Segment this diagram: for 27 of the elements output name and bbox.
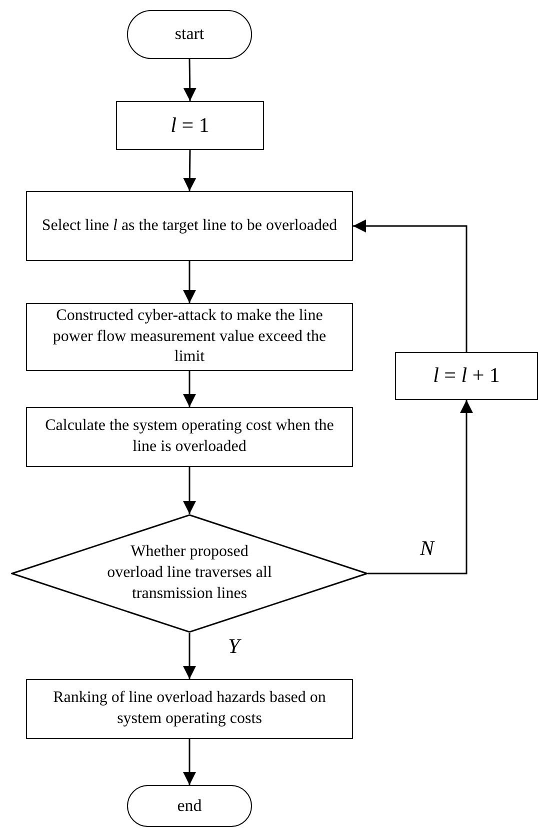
- arrow: [183, 59, 196, 101]
- decision-diamond: [11, 514, 368, 633]
- arrow: [183, 150, 196, 192]
- arrow: [183, 371, 196, 407]
- step-text: Constructed cyber-attack to make the line power flow measurement value exceed the limit: [52, 306, 328, 368]
- arrow: [183, 739, 196, 785]
- process-box: [26, 191, 353, 261]
- end-terminal: [127, 785, 252, 827]
- process-box: [26, 407, 353, 467]
- step-text: l = 1: [170, 112, 210, 139]
- process-box: [395, 352, 538, 400]
- arrow: [183, 467, 196, 514]
- terminal-text: start: [174, 23, 206, 46]
- process-box: [26, 679, 353, 739]
- arrow: [183, 633, 196, 679]
- process-box: [116, 101, 264, 150]
- step-text: Calculate the system operating cost when the line is overloaded: [44, 416, 335, 457]
- start-terminal: [127, 10, 252, 59]
- step-text: l = l + 1: [432, 362, 501, 390]
- terminal-text: end: [176, 794, 203, 817]
- step-text: Ranking of line overload hazards based on system operating costs: [52, 688, 327, 729]
- process-box: [26, 303, 353, 371]
- step-text: Select line l as the target line to be overloaded: [40, 216, 338, 236]
- arrow: [368, 400, 473, 574]
- arrow: [183, 261, 196, 303]
- decision-text: Whether proposed overload line traverses all transmission lines: [106, 542, 273, 604]
- arrow: [353, 220, 468, 352]
